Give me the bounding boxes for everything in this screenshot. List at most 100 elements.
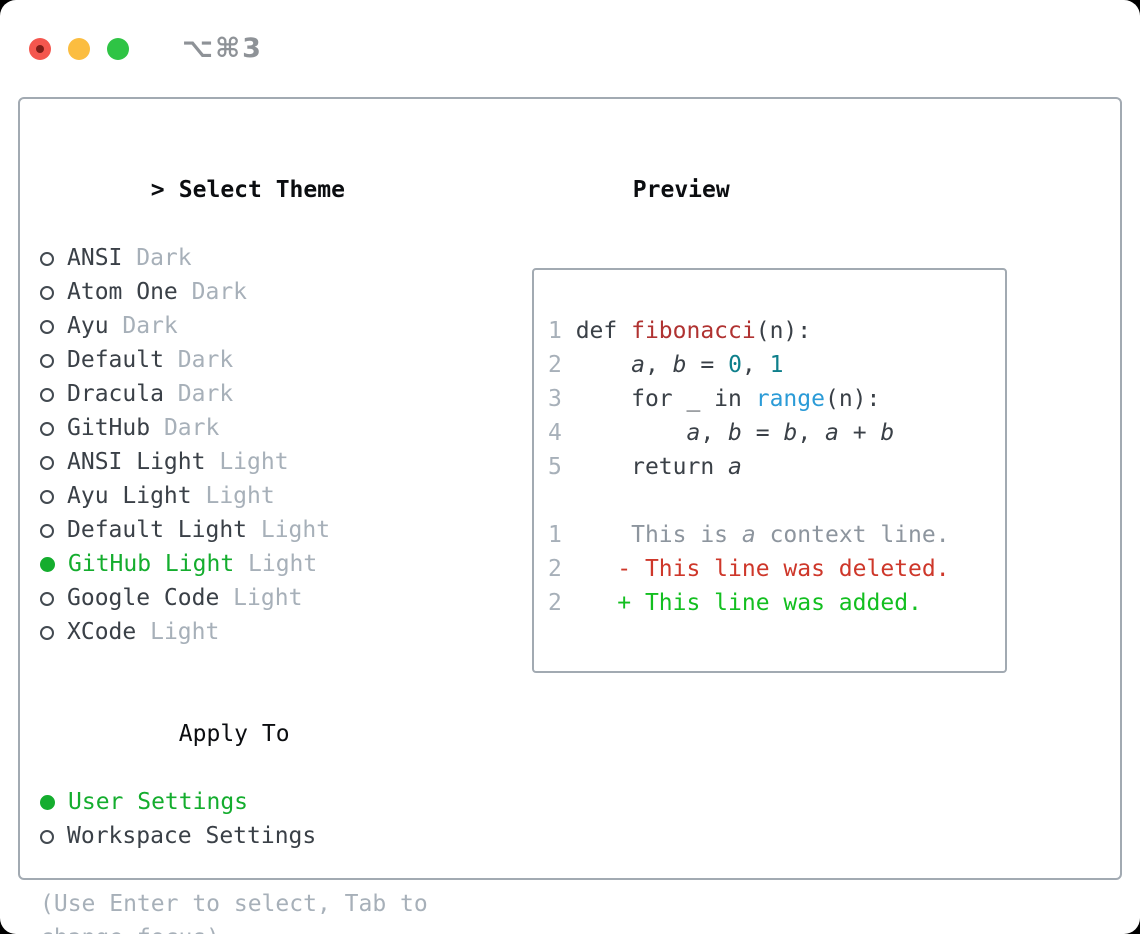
theme-option[interactable]: XCode Light: [40, 615, 502, 649]
theme-variant: Light: [136, 619, 220, 645]
spacer: [40, 853, 502, 887]
radio-icon: [40, 354, 54, 368]
added-line: 2 + This line was added.: [548, 586, 995, 620]
theme-name: ANSI Light: [67, 449, 206, 475]
line-number: 1: [548, 318, 576, 344]
theme-name: Dracula: [67, 381, 164, 407]
selection-arrow-icon: >: [150, 177, 165, 203]
radio-icon: [40, 490, 54, 504]
theme-name: Google Code: [67, 585, 220, 611]
radio-icon: [40, 422, 54, 436]
line-content: for _ in range(n):: [575, 386, 881, 412]
theme-name: Ayu Light: [67, 483, 192, 509]
theme-name: Default: [67, 347, 164, 373]
preview-title: Preview: [632, 177, 730, 203]
close-button[interactable]: [29, 37, 51, 60]
theme-option[interactable]: GitHub Dark: [40, 411, 502, 445]
theme-name: GitHub: [67, 415, 151, 441]
preview-column: Preview 1 def fibonacci(n):2 a, b = 0, 1…: [502, 139, 1120, 878]
theme-variant: Light: [247, 517, 331, 543]
theme-variant: Light: [191, 483, 275, 509]
radio-icon: [40, 830, 54, 844]
theme-variant: Light: [234, 551, 318, 577]
title-bar: ⌥⌘3: [0, 0, 1140, 97]
theme-name: Default Light: [67, 517, 248, 543]
line-content: def fibonacci(n):: [575, 318, 812, 344]
theme-option[interactable]: Atom One Dark: [40, 275, 502, 309]
apply-to-header: Apply To: [40, 683, 502, 785]
window-title: ⌥⌘3: [182, 33, 263, 64]
theme-variant: Dark: [177, 279, 248, 305]
theme-option[interactable]: ANSI Light Light: [40, 445, 502, 479]
radio-selected-icon: [40, 557, 55, 572]
theme-variant: Light: [219, 585, 303, 611]
radio-icon: [40, 252, 54, 266]
minimize-button[interactable]: [68, 37, 90, 60]
radio-icon: [40, 456, 54, 470]
line-number: 2: [548, 590, 576, 616]
radio-icon: [40, 524, 54, 538]
theme-name: Ayu: [67, 313, 109, 339]
line-content: [576, 488, 590, 514]
theme-option[interactable]: ANSI Dark: [40, 241, 502, 275]
theme-option[interactable]: Ayu Dark: [40, 309, 502, 343]
unsaved-dot-icon: [36, 44, 44, 53]
theme-option[interactable]: Google Code Light: [40, 581, 502, 615]
theme-variant: Dark: [150, 415, 220, 441]
code-line: 2 a, b = 0, 1: [548, 348, 995, 382]
line-content: - This line was deleted.: [575, 556, 950, 582]
line-number: 2: [548, 352, 576, 378]
select-theme-header: > Select Theme: [40, 139, 502, 241]
code-line: 4 a, b = b, a + b: [548, 416, 995, 450]
apply-option-label: User Settings: [68, 789, 249, 815]
line-number: 4: [548, 420, 576, 446]
theme-option[interactable]: Dracula Dark: [40, 377, 502, 411]
radio-selected-icon: [40, 795, 55, 810]
line-content: This is a context line.: [575, 522, 950, 548]
line-content: return a: [575, 454, 742, 480]
select-theme-title: Select Theme: [178, 177, 345, 203]
code-line: 1 def fibonacci(n):: [548, 314, 995, 348]
preview-header: Preview: [522, 139, 1120, 241]
keyboard-hint: (Use Enter to select, Tab to change focu…: [40, 891, 428, 934]
theme-name: GitHub Light: [68, 551, 235, 577]
radio-icon: [40, 592, 54, 606]
radio-icon: [40, 626, 54, 640]
radio-icon: [40, 286, 54, 300]
line-number: 2: [548, 556, 576, 582]
theme-option[interactable]: GitHub Light Light: [40, 547, 502, 581]
radio-icon: [40, 320, 54, 334]
apply-to-title: Apply To: [178, 721, 290, 747]
line-number: 3: [548, 386, 576, 412]
theme-variant: Dark: [163, 381, 234, 407]
theme-name: XCode: [67, 619, 137, 645]
theme-variant: Dark: [122, 245, 192, 271]
theme-variant: Dark: [163, 347, 234, 373]
radio-icon: [40, 388, 54, 402]
line-number: 5: [548, 454, 576, 480]
zoom-button[interactable]: [107, 37, 129, 60]
spacer: [40, 649, 502, 683]
theme-name: Atom One: [67, 279, 178, 305]
line-content: a, b = 0, 1: [631, 352, 784, 378]
apply-option[interactable]: Workspace Settings: [40, 819, 502, 853]
theme-option[interactable]: Default Dark: [40, 343, 502, 377]
deleted-line: 2 - This line was deleted.: [548, 552, 995, 586]
theme-variant: Dark: [108, 313, 178, 339]
line-content: + This line was added.: [575, 590, 922, 616]
theme-option[interactable]: Default Light Light: [40, 513, 502, 547]
blank-line: [548, 484, 995, 518]
theme-option[interactable]: Ayu Light Light: [40, 479, 502, 513]
theme-name: ANSI: [67, 245, 123, 271]
line-number: [548, 484, 576, 518]
line-content: a, b = b, a + b: [686, 420, 895, 446]
apply-option[interactable]: User Settings: [40, 785, 502, 819]
apply-option-label: Workspace Settings: [67, 823, 317, 849]
